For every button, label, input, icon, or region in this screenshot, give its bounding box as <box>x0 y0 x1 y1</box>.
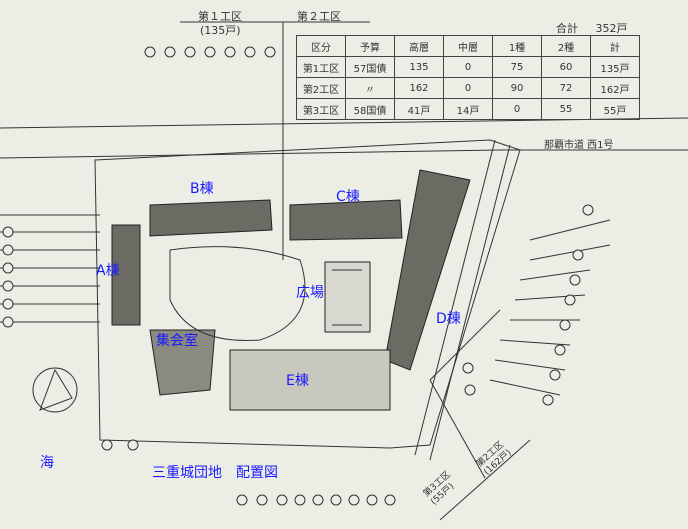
table-cell: 41戸 <box>394 98 444 120</box>
table-cell: 60 <box>541 56 591 78</box>
district1-units: (135戸) <box>200 24 241 37</box>
table-cell: 第3工区 <box>296 98 346 120</box>
table-cell: 162 <box>394 77 444 99</box>
table-row: 第3工区 58国債 41戸 14戸 0 55 55戸 <box>296 98 640 120</box>
axis-bubbles <box>2 46 594 451</box>
meeting-room-block <box>149 329 216 396</box>
building-d-block <box>384 169 471 371</box>
plaza-outline <box>169 246 306 341</box>
table-cell: 0 <box>443 56 493 78</box>
table-cell: 90 <box>492 77 542 99</box>
building-b-label: B棟 <box>190 181 214 197</box>
road-edge <box>0 149 501 159</box>
road-label: 那覇市道 西1号 <box>544 140 614 151</box>
summary-table: 区分 予算 高層 中層 1種 2種 計 第1工区 57国債 135 0 75 6… <box>296 35 640 120</box>
table-cell: 55 <box>541 98 591 120</box>
building-a-label: A棟 <box>96 263 120 279</box>
building-e-label: E棟 <box>286 373 309 389</box>
table-cell: 第2工区 <box>296 77 346 99</box>
table-cell: 75 <box>492 56 542 78</box>
plaza-label: 広場 <box>296 285 324 301</box>
column-header: 2種 <box>541 35 591 57</box>
district1-label: 第１工区 <box>198 10 242 23</box>
grid-axis-lines <box>0 214 611 396</box>
sea-label: 海 <box>40 455 54 471</box>
building-b-block <box>149 199 273 237</box>
table-cell: 57国債 <box>345 56 395 78</box>
total-label: 合計 <box>556 22 578 35</box>
site-boundary <box>94 139 521 449</box>
table-cell: 〃 <box>345 77 395 99</box>
court <box>324 261 371 333</box>
building-d-label: D棟 <box>436 311 461 327</box>
table-cell: 55戸 <box>590 98 640 120</box>
total-value: 352戸 <box>595 22 628 35</box>
column-header: 中層 <box>443 35 493 57</box>
column-header: 予算 <box>345 35 395 57</box>
meeting-room-label: 集会室 <box>156 333 198 349</box>
table-row: 第1工区 57国債 135 0 75 60 135戸 <box>296 56 640 78</box>
table-row: 第2工区 〃 162 0 90 72 162戸 <box>296 77 640 99</box>
district-divider-line <box>439 439 531 521</box>
table-cell: 135 <box>394 56 444 78</box>
page-title: 三重城団地 配置図 <box>152 465 278 481</box>
table-cell: 0 <box>443 77 493 99</box>
table-header-row: 区分 予算 高層 中層 1種 2種 計 <box>296 35 640 57</box>
road-edge <box>0 117 688 129</box>
table-cell: 0 <box>492 98 542 120</box>
building-c-label: C棟 <box>336 189 360 205</box>
column-header: 1種 <box>492 35 542 57</box>
table-cell: 14戸 <box>443 98 493 120</box>
district2-label: 第２工区 <box>297 10 341 23</box>
table-cell: 58国債 <box>345 98 395 120</box>
column-header: 計 <box>590 35 640 57</box>
table-cell: 135戸 <box>590 56 640 78</box>
building-a-block <box>111 224 141 326</box>
table-cell: 第1工区 <box>296 56 346 78</box>
table-cell: 72 <box>541 77 591 99</box>
building-e-block <box>229 349 391 411</box>
column-header: 区分 <box>296 35 346 57</box>
column-header: 高層 <box>394 35 444 57</box>
north-arrow-icon <box>32 367 78 413</box>
table-cell: 162戸 <box>590 77 640 99</box>
summary-total: 合計 352戸 <box>556 20 627 36</box>
building-c-block <box>289 199 403 241</box>
